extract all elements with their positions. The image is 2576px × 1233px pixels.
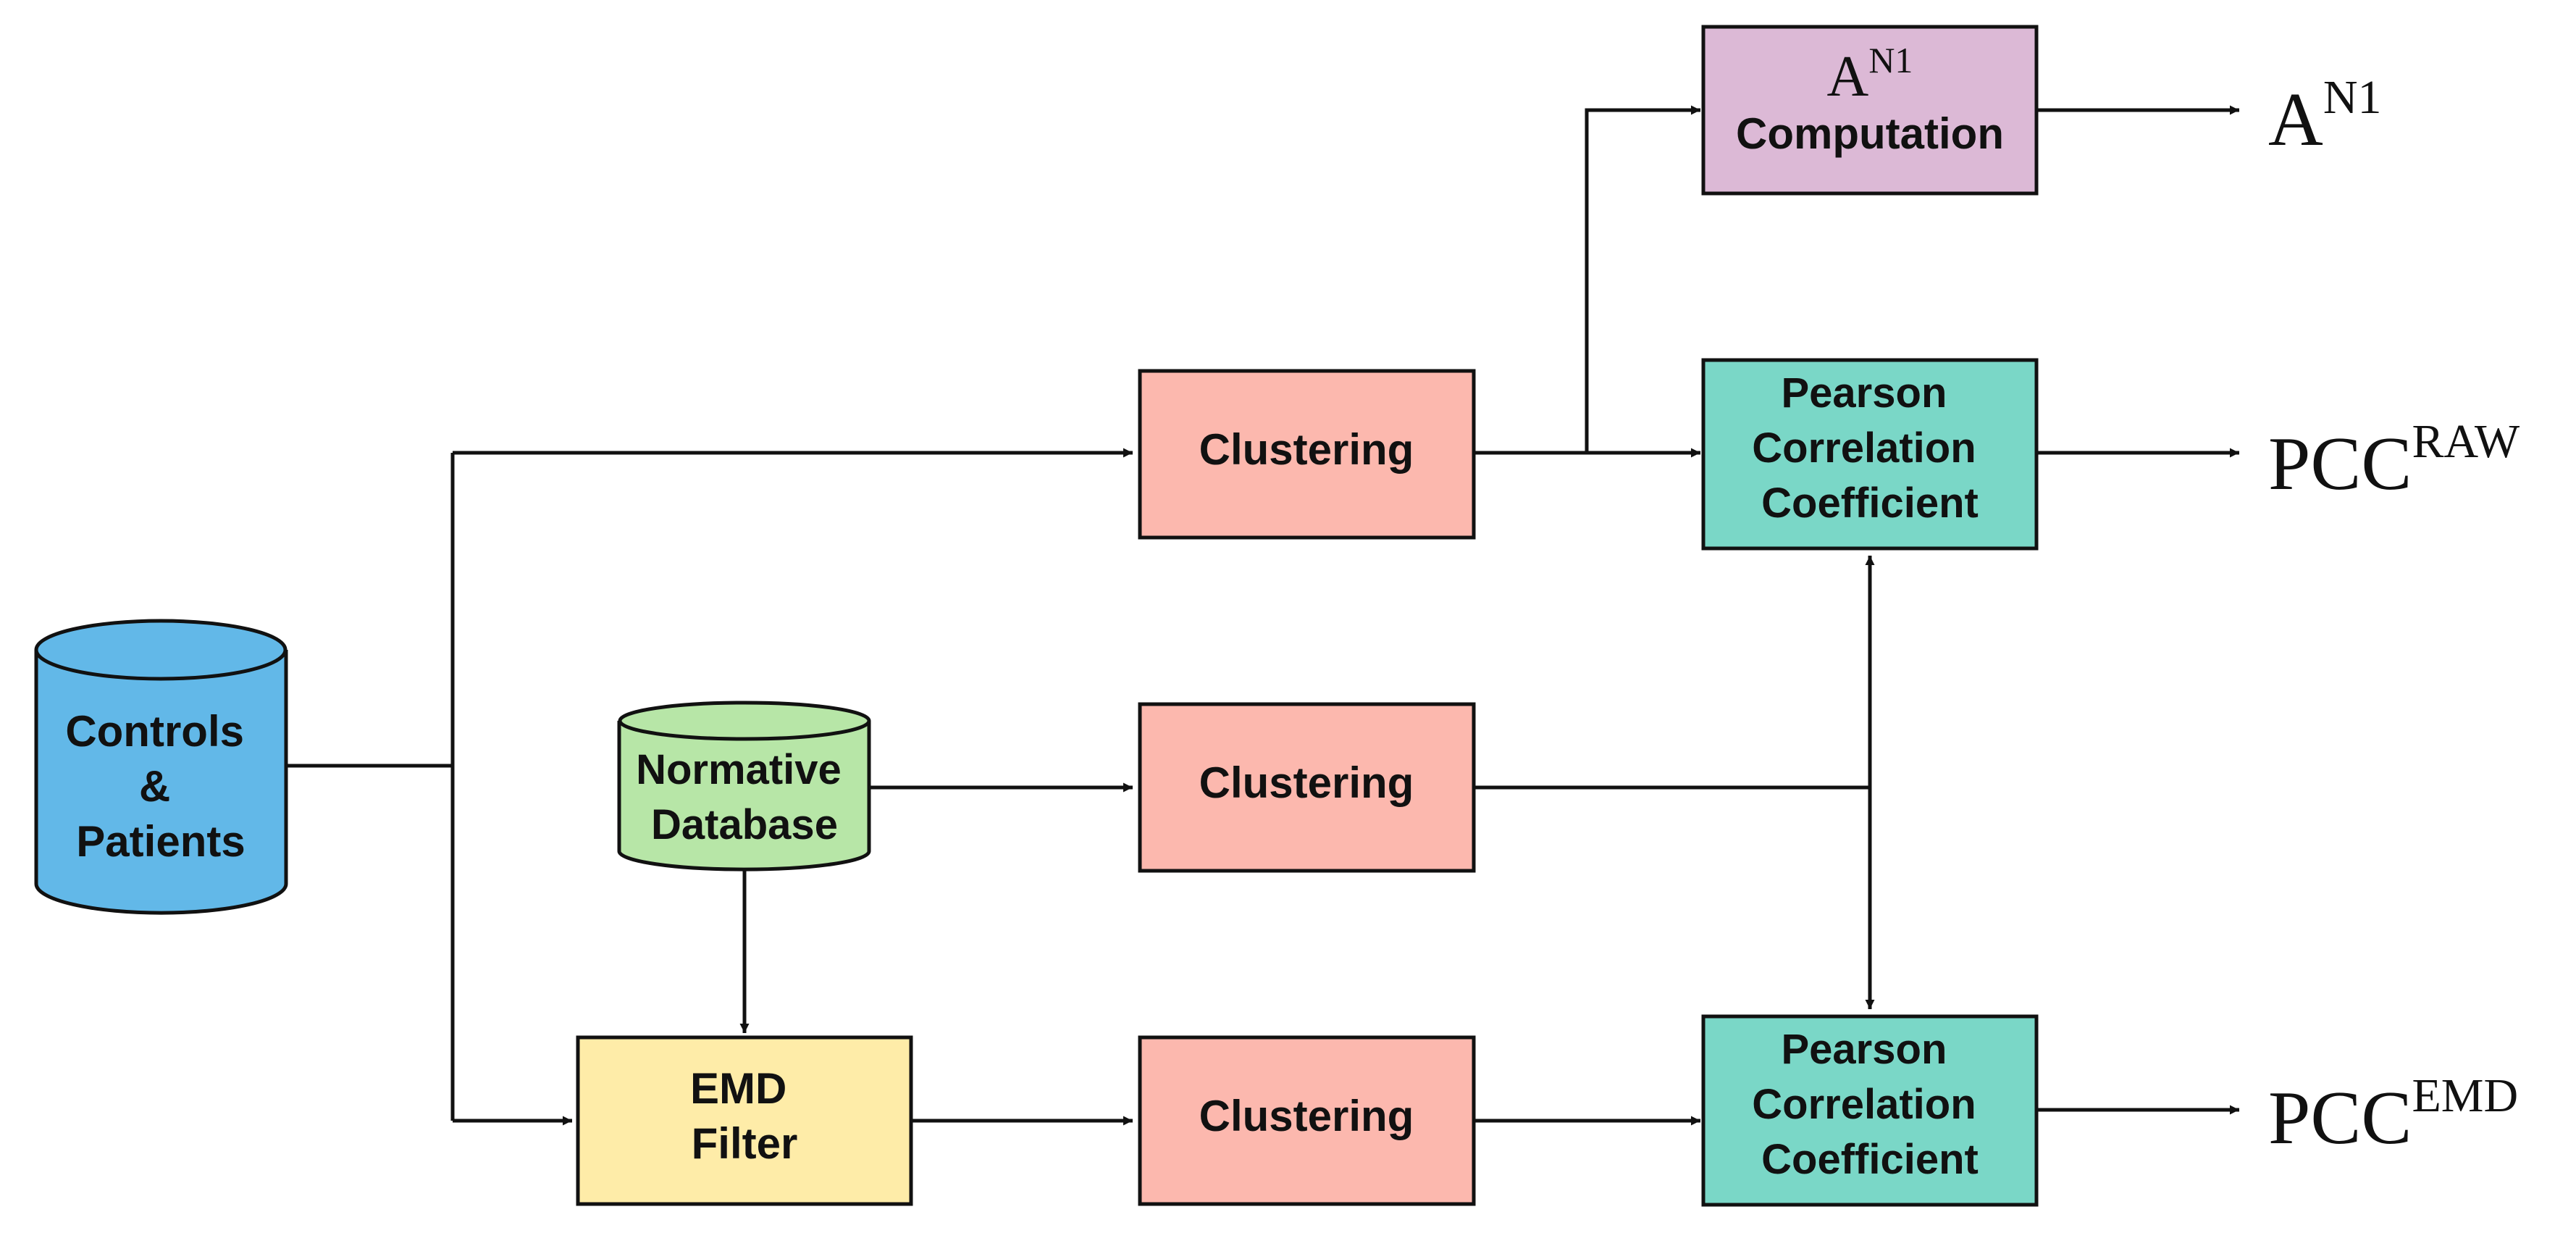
normative-database-label: Normative Database [636,746,853,848]
output-pcc-raw-base: PCC [2268,421,2412,506]
edge-branch-an1 [1585,105,1700,453]
output-pcc-raw: PCCRAW [2268,415,2520,506]
pearson-top-line-3: Coefficient [1761,480,1979,527]
pearson-bot-box [1701,1014,2039,1207]
pearson-bot-line-3: Coefficient [1761,1136,1979,1183]
controls-patients-line-3: Patients [76,817,245,866]
an1-computation-box [1701,25,2039,196]
clustering-top-box [1138,369,1476,540]
emd-filter-line-1: EMD [690,1064,786,1113]
output-an1-sup: N1 [2323,71,2382,124]
output-pcc-emd-sup: EMD [2412,1069,2518,1122]
controls-patients-label: Controls & Patients [65,707,256,866]
controls-patients-line-2: & [139,762,170,811]
output-pcc-raw-sup: RAW [2412,415,2520,468]
clustering-mid-node: Clustering [1138,702,1476,873]
controls-patients-line-1: Controls [65,707,244,756]
clustering-top-node: Clustering [1138,369,1476,540]
normative-database-node: Normative Database [617,701,871,872]
clustering-bot-box [1138,1035,1476,1206]
controls-patients-top [34,619,288,681]
clustering-mid-box [1138,702,1476,873]
normative-database-line-2: Database [651,801,838,848]
pearson-bot-line-2: Correlation [1752,1081,1976,1128]
normative-database-line-1: Normative [636,746,842,793]
pearson-top-line-1: Pearson [1781,369,1947,417]
emd-filter-line-2: Filter [692,1119,798,1168]
clustering-top-label: Clustering [1199,425,1414,474]
emd-filter-node: EMD Filter [576,1035,913,1206]
output-pcc-emd: PCCEMD [2268,1069,2518,1160]
pearson-top-box [1701,358,2039,551]
an1-computation-label: Computation [1736,109,2004,158]
normative-database-body [617,721,871,872]
an1-computation-title-sup: N1 [1868,40,1913,80]
normative-database-top [618,701,871,741]
pearson-top-label: Pearson Correlation Coefficient [1752,369,1988,527]
pearson-bot-line-1: Pearson [1781,1026,1947,1073]
pearson-top-line-2: Correlation [1752,425,1976,472]
an1-computation-title: AN1 [1827,40,1913,109]
emd-filter-label: EMD Filter [690,1064,799,1168]
an1-computation-title-base: A [1827,45,1869,109]
output-an1-base: A [2268,77,2323,162]
pearson-bot-node: Pearson Correlation Coefficient [1701,1014,2039,1207]
clustering-bot-node: Clustering [1138,1035,1476,1206]
pearson-top-node: Pearson Correlation Coefficient [1701,358,2039,551]
controls-patients-node: Controls & Patients [34,619,288,915]
output-an1: AN1 [2268,71,2382,162]
connectors [286,105,2239,1126]
clustering-mid-label: Clustering [1199,758,1414,807]
pearson-bot-label: Pearson Correlation Coefficient [1752,1026,1988,1183]
output-pcc-emd-base: PCC [2268,1075,2412,1160]
clustering-bot-label: Clustering [1199,1092,1414,1140]
emd-filter-box [576,1035,913,1206]
an1-computation-node: AN1 Computation [1701,25,2039,196]
controls-patients-body [34,650,288,915]
